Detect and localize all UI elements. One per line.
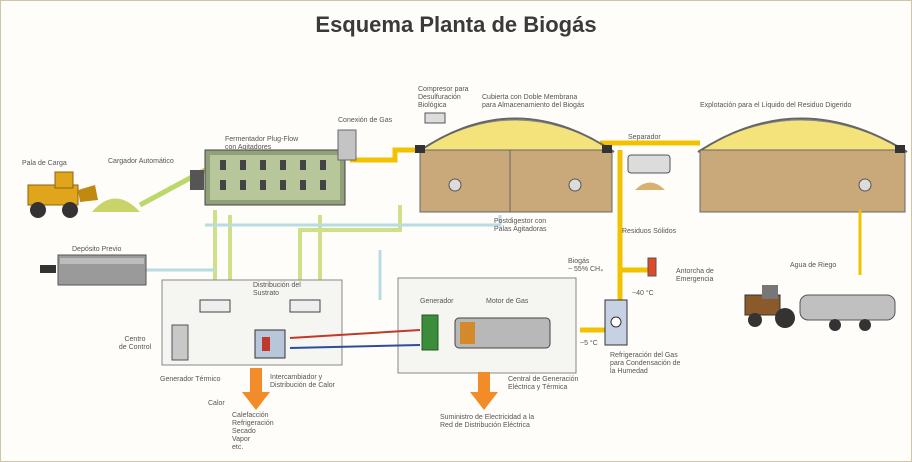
label-calor: Calor	[208, 400, 225, 407]
emergency-flare	[647, 257, 657, 277]
label-agua-riego: Agua de Riego	[790, 262, 837, 269]
fermenter	[190, 149, 346, 206]
cold-water-pipe	[289, 344, 421, 349]
control-building	[161, 279, 343, 366]
electricity-arrow	[470, 372, 498, 410]
gas-pipe-fermenter	[350, 147, 430, 163]
wheel-loader	[27, 171, 98, 218]
label-separador: Separador	[628, 134, 661, 141]
water-pipe-2	[205, 215, 502, 227]
deposito-previo	[40, 254, 147, 286]
label-motor-gas: Motor de Gas	[486, 298, 529, 305]
output-arrows	[242, 368, 498, 410]
hot-water-pipe	[289, 329, 421, 339]
label-cargador: Cargador Automático	[108, 158, 174, 165]
water-pipes	[145, 215, 502, 300]
label-generador-termico: Generador Térmico	[160, 376, 221, 383]
label-deposito: Depósito Previo	[72, 246, 122, 253]
separator	[627, 154, 671, 190]
diagram-title: Esquema Planta de Biogás	[315, 12, 597, 37]
label-conexion-gas: Conexión de Gas	[338, 117, 393, 124]
label-pala-carga: Pala de Carga	[22, 160, 67, 167]
compressor-tower	[337, 129, 357, 161]
gas-cooler	[604, 299, 628, 346]
digester	[415, 117, 615, 213]
label-temp-40: ~40 °C	[632, 290, 654, 297]
tractor	[744, 285, 896, 331]
heat-arrow	[242, 368, 270, 410]
label-temp-5: ~5 °C	[580, 340, 598, 347]
label-biogas: Biogás~ 55% CH₄	[568, 258, 603, 273]
label-generador: Generador	[420, 298, 454, 305]
chp-building	[397, 277, 577, 374]
desulfurization-compressor	[424, 112, 446, 124]
label-residuos: Residuos Sólidos	[622, 228, 677, 235]
substrate-pile	[92, 198, 140, 212]
digestate-storage	[697, 117, 908, 213]
label-explotacion: Explotación para el Líquido del Residuo …	[700, 102, 852, 109]
